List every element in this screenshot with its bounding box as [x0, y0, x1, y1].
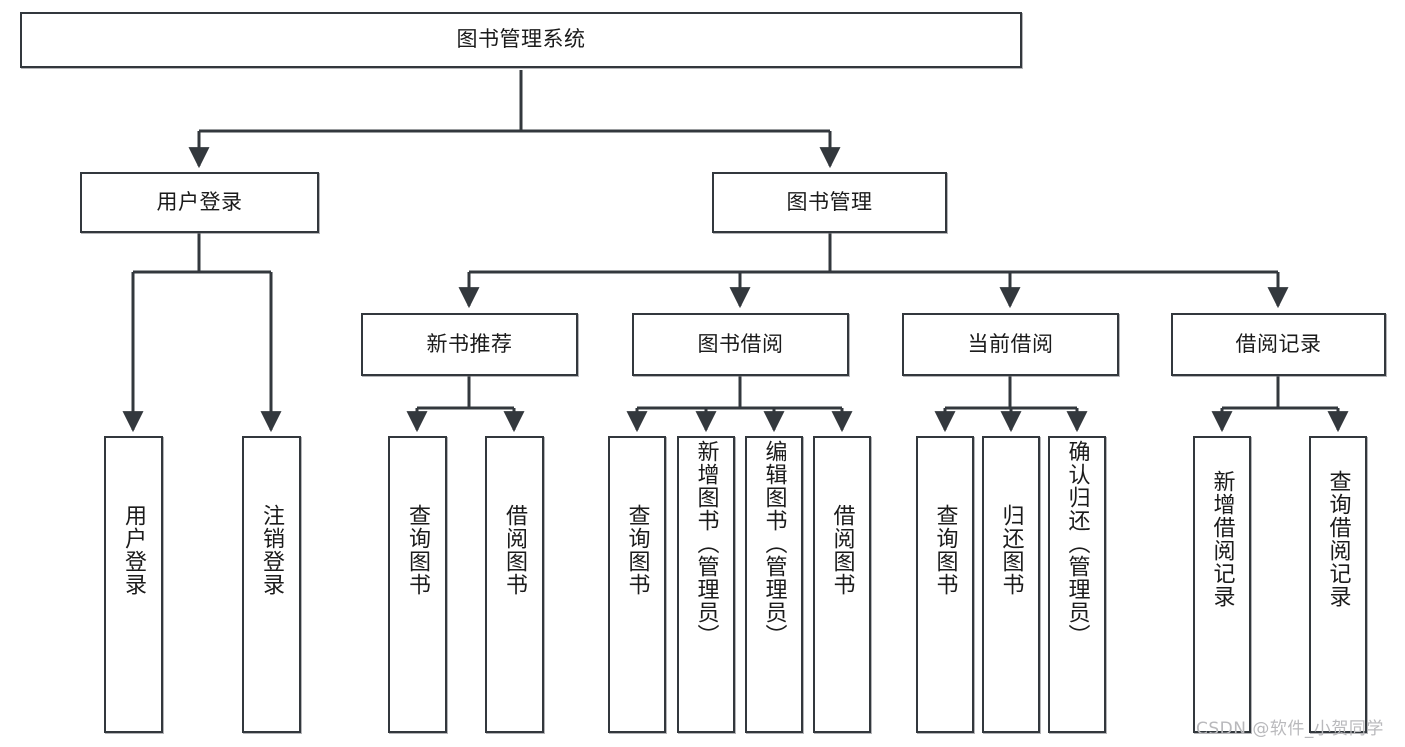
- node-borrow-record-label: 借阅记录: [1235, 331, 1322, 356]
- csdn-watermark: CSDN @软件_小贺同学: [1196, 719, 1384, 739]
- node-current-borrow-label: 当前借阅: [967, 331, 1054, 356]
- node-new-book-rec[interactable]: 新书推荐: [361, 313, 578, 376]
- node-book-manage-label: 图书管理: [786, 189, 873, 214]
- node-leaf-add-record-label: 新增借阅记录: [1209, 470, 1235, 608]
- node-book-borrow[interactable]: 图书借阅: [632, 313, 849, 376]
- node-leaf-return-book[interactable]: 归还图书: [982, 436, 1040, 733]
- node-leaf-user-logout-label: 注销登录: [259, 504, 285, 596]
- node-leaf-confirm-return-label: 确认归还（管理员）: [1064, 440, 1090, 647]
- node-leaf-edit-book[interactable]: 编辑图书（管理员）: [745, 436, 803, 733]
- node-leaf-add-record[interactable]: 新增借阅记录: [1193, 436, 1251, 733]
- node-leaf-borrow-book-1[interactable]: 借阅图书: [485, 436, 544, 733]
- node-leaf-query-book-1[interactable]: 查询图书: [388, 436, 447, 733]
- node-leaf-user-login[interactable]: 用户登录: [104, 436, 163, 733]
- node-borrow-record[interactable]: 借阅记录: [1171, 313, 1386, 376]
- node-book-manage[interactable]: 图书管理: [712, 172, 947, 233]
- node-leaf-query-record-label: 查询借阅记录: [1325, 470, 1351, 608]
- node-leaf-add-book[interactable]: 新增图书（管理员）: [677, 436, 735, 733]
- node-leaf-user-logout[interactable]: 注销登录: [242, 436, 301, 733]
- node-leaf-add-book-label: 新增图书（管理员）: [693, 440, 719, 647]
- node-leaf-borrow-book-1-label: 借阅图书: [502, 504, 528, 596]
- node-leaf-query-book-2[interactable]: 查询图书: [608, 436, 666, 733]
- node-leaf-borrow-book-2-label: 借阅图书: [829, 504, 855, 596]
- node-leaf-query-record[interactable]: 查询借阅记录: [1309, 436, 1367, 733]
- node-leaf-borrow-book-2[interactable]: 借阅图书: [813, 436, 871, 733]
- node-user-login[interactable]: 用户登录: [80, 172, 319, 233]
- node-leaf-edit-book-label: 编辑图书（管理员）: [761, 440, 787, 647]
- node-root[interactable]: 图书管理系统: [20, 12, 1022, 68]
- node-leaf-query-book-2-label: 查询图书: [624, 504, 650, 596]
- node-root-label: 图书管理系统: [456, 27, 586, 52]
- node-leaf-query-book-3[interactable]: 查询图书: [916, 436, 974, 733]
- node-new-book-rec-label: 新书推荐: [426, 331, 513, 356]
- node-leaf-query-book-3-label: 查询图书: [932, 504, 958, 596]
- node-leaf-query-book-1-label: 查询图书: [405, 504, 431, 596]
- node-leaf-return-book-label: 归还图书: [998, 504, 1024, 596]
- node-leaf-confirm-return[interactable]: 确认归还（管理员）: [1048, 436, 1106, 733]
- node-book-borrow-label: 图书借阅: [697, 331, 784, 356]
- node-leaf-user-login-label: 用户登录: [121, 504, 147, 596]
- node-current-borrow[interactable]: 当前借阅: [902, 313, 1119, 376]
- node-user-login-label: 用户登录: [156, 189, 243, 214]
